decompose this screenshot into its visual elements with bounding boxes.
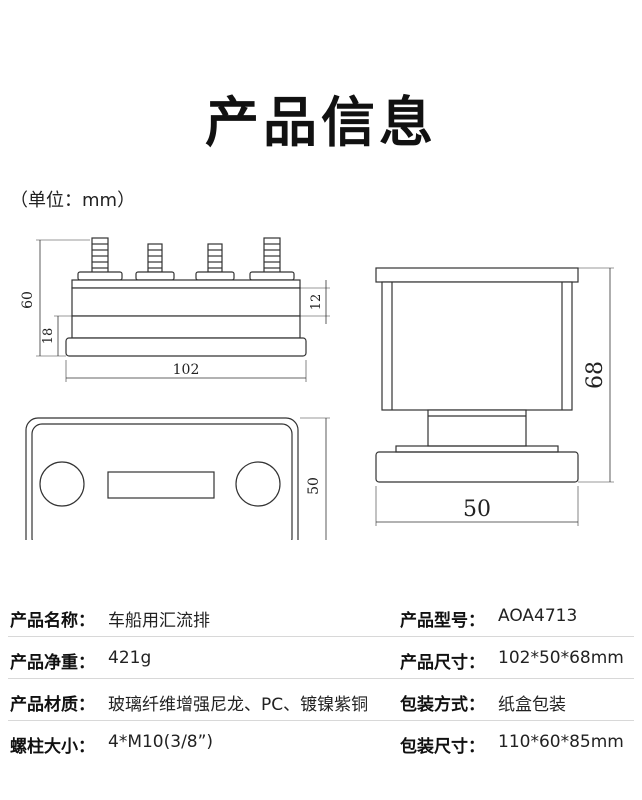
dim-side-height: 68 [583,361,608,389]
spec-row: 螺柱大小： 4*M10(3/8”) 包装尺寸： 110*60*85mm [0,722,642,762]
technical-drawing: 60 12 18 102 50 68 50 [20,237,614,540]
dim-side-width: 50 [463,497,491,522]
spec-label: 螺柱大小： [10,737,95,757]
spec-value: AOA4713 [498,606,578,626]
dim-front-top: 12 [309,294,324,311]
dim-front-width: 102 [173,362,200,378]
divider [8,678,634,679]
spec-row: 产品净重： 421g 产品尺寸： 102*50*68mm [0,638,642,678]
dim-front-height: 60 [20,291,36,309]
divider [8,636,634,637]
dim-top-depth: 50 [306,477,322,495]
top-view [25,417,330,540]
side-view [375,267,614,526]
spec-label: 产品名称： [10,611,95,631]
spec-value: 421g [108,648,152,668]
dim-front-base: 18 [41,328,56,345]
spec-value: 玻璃纤维增强尼龙、PC、镀镍紫铜 [108,695,369,715]
spec-value: 4*M10(3/8”) [108,732,214,752]
stud [249,237,295,281]
spec-row: 产品名称： 车船用汇流排 产品型号： AOA4713 [0,596,642,636]
spec-label: 产品净重： [10,653,95,673]
stud [77,237,123,281]
front-view [36,237,330,382]
spec-label: 包装方式： [400,695,485,715]
spec-value: 102*50*68mm [498,648,624,668]
spec-value: 车船用汇流排 [108,611,210,631]
stud [195,243,235,281]
spec-label: 产品尺寸： [400,653,485,673]
page-title: 产品信息 [205,91,437,154]
unit-note: （单位：mm） [10,190,136,211]
divider [8,720,634,721]
spec-label: 产品材质： [10,695,95,715]
stud [135,243,175,281]
spec-value: 110*60*85mm [498,732,624,752]
spec-row: 产品材质： 玻璃纤维增强尼龙、PC、镀镍紫铜 包装方式： 纸盒包装 [0,680,642,720]
spec-value: 纸盒包装 [498,695,566,715]
spec-label: 包装尺寸： [400,737,485,757]
spec-label: 产品型号： [400,611,485,631]
